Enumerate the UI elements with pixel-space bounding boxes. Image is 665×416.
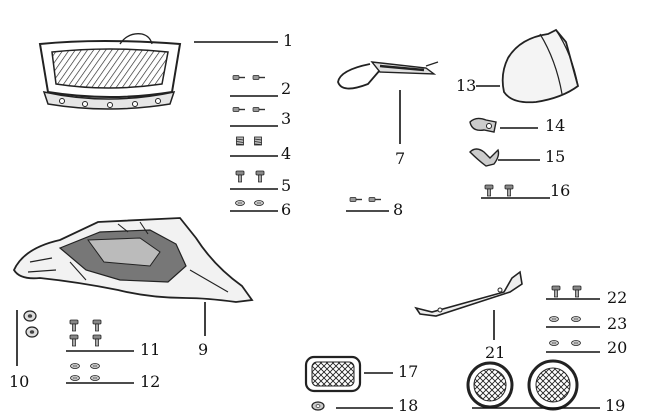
- callout-20: 20: [607, 338, 628, 357]
- clip-set-4: [236, 136, 262, 146]
- callout-8: 8: [393, 200, 404, 219]
- callout-22: 22: [607, 288, 628, 307]
- bolt-set-22: [551, 285, 582, 298]
- callout-13: 13: [456, 76, 477, 95]
- callout-17: 17: [398, 362, 419, 381]
- round-mesh-grilles-19: [466, 359, 579, 411]
- callout-10: 10: [9, 372, 30, 391]
- washer-set-12: [70, 363, 100, 381]
- callout-18: 18: [398, 396, 419, 415]
- callout-4: 4: [281, 144, 292, 163]
- bolt-set-5: [235, 170, 265, 183]
- washer-set-20: [549, 340, 581, 346]
- bolt-set-16: [484, 184, 514, 197]
- callout-15: 15: [545, 147, 566, 166]
- callout-16: 16: [550, 181, 571, 200]
- callout-7: 7: [395, 149, 406, 168]
- washer-set-23: [549, 316, 581, 322]
- grommet-set-10: [23, 310, 39, 338]
- callout-2: 2: [281, 79, 292, 98]
- callout-1: 1: [283, 31, 294, 50]
- screw-set-2: [232, 74, 266, 81]
- callout-9: 9: [198, 340, 209, 359]
- washer-set-6: [235, 200, 264, 206]
- callout-3: 3: [281, 109, 292, 128]
- fender-part: [12, 217, 254, 303]
- rect-mesh-grille-17: [304, 355, 362, 393]
- headlight-cover-part: [501, 28, 580, 104]
- nut-18: [311, 401, 325, 411]
- callout-12: 12: [140, 372, 161, 391]
- callout-19: 19: [605, 396, 626, 415]
- front-grille-part: [38, 33, 182, 110]
- screw-set-3: [232, 106, 266, 113]
- callout-5: 5: [281, 176, 292, 195]
- bracket-15: [469, 148, 500, 167]
- callout-23: 23: [607, 314, 628, 333]
- callout-21: 21: [485, 343, 506, 362]
- callout-6: 6: [281, 200, 292, 219]
- wire-harness-part: [337, 61, 439, 90]
- mounting-bracket-21: [414, 270, 523, 317]
- bracket-clip-14: [469, 117, 497, 133]
- screw-set-8: [349, 196, 382, 203]
- callout-11: 11: [140, 340, 161, 359]
- callout-14: 14: [545, 116, 566, 135]
- leader-lines: [16, 41, 600, 409]
- bolt-set-11: [69, 319, 102, 347]
